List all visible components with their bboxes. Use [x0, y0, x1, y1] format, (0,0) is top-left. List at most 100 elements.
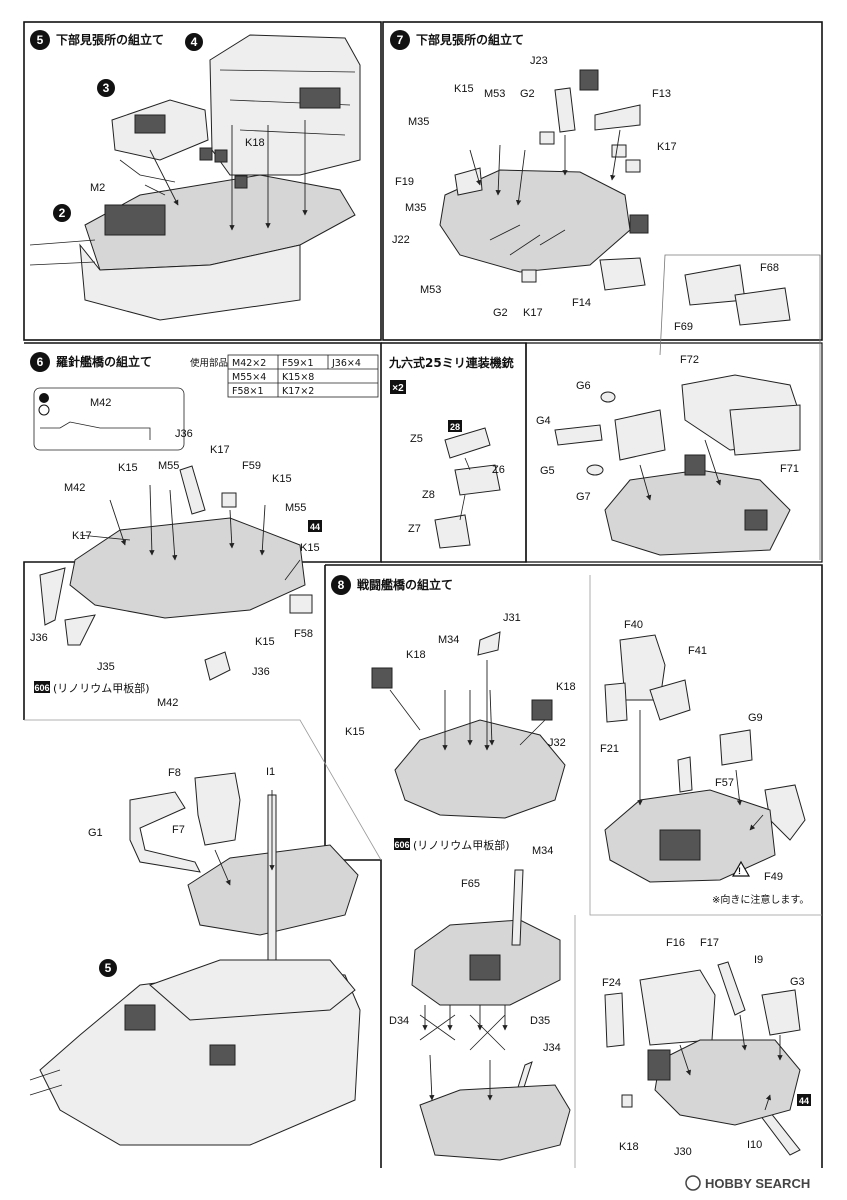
- label-f58: F58: [294, 628, 313, 640]
- label-f68: F68: [760, 262, 779, 274]
- step-8-right-detail: F40 F41 F21 G9 F57 ! F49 ※向きに注意します。: [600, 619, 809, 906]
- parts-table-heading: 使用部品: [190, 357, 228, 369]
- label-m35b: M35: [405, 202, 426, 214]
- label-f24: F24: [602, 977, 621, 989]
- label-g2b: G2: [493, 307, 508, 319]
- label-k17b: K17: [523, 307, 543, 319]
- label-i1: I1: [266, 766, 275, 778]
- label-f14: F14: [572, 297, 591, 309]
- gun-panel: 九六式25ミリ連装機銃 ×2 28 Z5 Z6 Z8 Z7: [388, 355, 514, 549]
- step-7-title: 下部見張所の組立て: [416, 32, 524, 47]
- paint-note-text: (リノリウム甲板部): [53, 681, 150, 695]
- label-g9: G9: [748, 712, 763, 724]
- label-k15: K15: [118, 462, 138, 474]
- label-j36: J36: [175, 428, 193, 440]
- label-m55b: M55: [285, 502, 306, 514]
- label-m42: M42: [90, 397, 111, 409]
- label-z5: Z5: [410, 433, 423, 445]
- label-f69: F69: [674, 321, 693, 333]
- paint-badge: 44: [310, 522, 320, 532]
- watermark-text: HOBBY SEARCH: [705, 1176, 810, 1191]
- label-g2: G2: [520, 88, 535, 100]
- parts-cell: K17×2: [282, 386, 314, 397]
- step-5-title: 下部見張所の組立て: [56, 32, 164, 47]
- step-8: 8 戦闘艦橋の組立て J31 M34 K18 K18 K15 J32 606 (…: [331, 575, 576, 857]
- label-j30: J30: [674, 1146, 692, 1158]
- label-f41: F41: [688, 645, 707, 657]
- parts-cell: M55×4: [232, 372, 266, 383]
- gun-panel-multiplier: ×2: [392, 383, 404, 394]
- label-k18: K18: [619, 1141, 639, 1153]
- paint-code: 606: [34, 683, 49, 693]
- label-g1: G1: [88, 827, 103, 839]
- label-f72: F72: [680, 354, 699, 366]
- label-m42c: M42: [157, 697, 178, 709]
- label-m2: M2: [90, 182, 105, 194]
- label-g6: G6: [576, 380, 591, 392]
- label-d35: D35: [530, 1015, 550, 1027]
- label-j34: J34: [543, 1042, 561, 1054]
- step-8-title: 戦闘艦橋の組立て: [357, 577, 453, 592]
- label-z6: Z6: [492, 464, 505, 476]
- paint-code-2: 606: [394, 840, 409, 850]
- label-j36b: J36: [30, 632, 48, 644]
- label-i9: I9: [754, 954, 763, 966]
- lower-left-assembly: 5 F8 I1 G1 F7: [29, 766, 361, 1146]
- bottom-middle-assembly: F65 D34 D35 J34: [389, 869, 571, 1161]
- step-6-title: 羅針艦橋の組立て: [56, 354, 152, 369]
- parts-cell: K15×8: [282, 372, 314, 383]
- label-f59: F59: [242, 460, 261, 472]
- label-m34: M34: [438, 634, 459, 646]
- panel-frames: [23, 21, 823, 1168]
- parts-cell: F58×1: [232, 386, 264, 397]
- gun-badge: 28: [450, 422, 460, 432]
- label-f8: F8: [168, 767, 181, 779]
- badge-4: 4: [191, 35, 198, 49]
- label-f13: F13: [652, 88, 671, 100]
- bottom-right-assembly: F16 F17 I9 F24 G3 44 K18 J30 I10: [602, 937, 811, 1158]
- parts-cell: F59×1: [282, 358, 314, 369]
- label-m35: M35: [408, 116, 429, 128]
- label-z7: Z7: [408, 523, 421, 535]
- label-k18: K18: [245, 137, 265, 149]
- label-j35: J35: [97, 661, 115, 673]
- label-f19: F19: [395, 176, 414, 188]
- gun-panel-title: 九六式25ミリ連装機銃: [388, 355, 514, 370]
- label-g4: G4: [536, 415, 551, 427]
- label-j23: J23: [530, 55, 548, 67]
- step-5-number: 5: [37, 33, 44, 47]
- label-z8: Z8: [422, 489, 435, 501]
- label-k17b: K17: [72, 530, 92, 542]
- label-j32: J32: [548, 737, 566, 749]
- step-5-number-badge: [30, 30, 50, 50]
- step-7: 7 下部見張所の組立て J23 K15 M53 G2 F13 M35 K17 F…: [390, 30, 821, 560]
- parts-cell: M42×2: [232, 358, 266, 369]
- label-k18b: K18: [556, 681, 576, 693]
- watermark: HOBBY SEARCH: [685, 1175, 810, 1191]
- label-m55: M55: [158, 460, 179, 472]
- badge-3: 3: [103, 81, 110, 95]
- label-f16: F16: [666, 937, 685, 949]
- label-j22: J22: [392, 234, 410, 246]
- label-f21: F21: [600, 743, 619, 755]
- label-i10: I10: [747, 1139, 762, 1151]
- step-6-number: 6: [37, 355, 44, 369]
- label-f65: F65: [461, 878, 480, 890]
- label-m34b: M34: [532, 845, 553, 857]
- label-k15: K15: [345, 726, 365, 738]
- svg-text:!: !: [738, 866, 741, 876]
- label-m53b: M53: [420, 284, 441, 296]
- label-f57: F57: [715, 777, 734, 789]
- label-g5: G5: [540, 465, 555, 477]
- label-f49: F49: [764, 871, 783, 883]
- label-f71: F71: [780, 463, 799, 475]
- label-f7: F7: [172, 824, 185, 836]
- label-k17: K17: [210, 444, 230, 456]
- label-m42b: M42: [64, 482, 85, 494]
- label-m53: M53: [484, 88, 505, 100]
- paint-note-text-2: (リノリウム甲板部): [413, 838, 510, 852]
- parts-table: M42×2 F59×1 J36×4 M55×4 K15×8 F58×1 K17×…: [227, 354, 379, 398]
- label-k15: K15: [454, 83, 474, 95]
- label-j36c: J36: [252, 666, 270, 678]
- label-k17: K17: [657, 141, 677, 153]
